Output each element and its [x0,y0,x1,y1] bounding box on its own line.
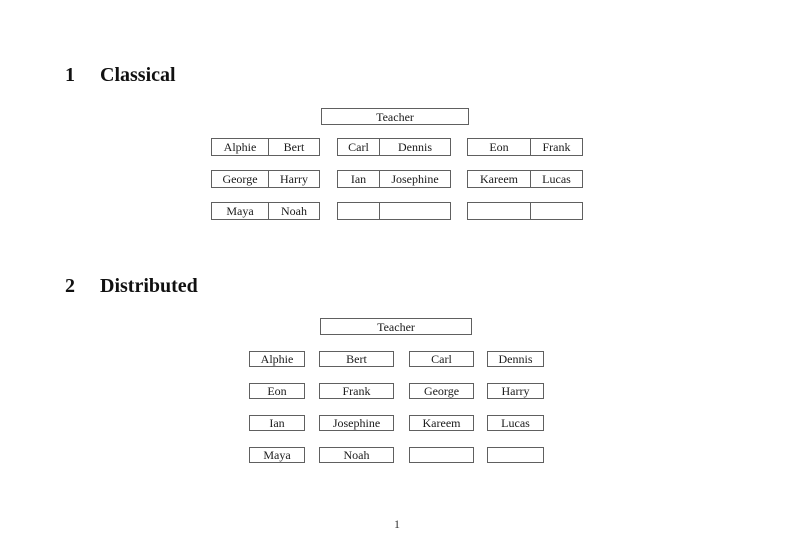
seat-box: Josephine [319,415,394,431]
seat-box: Carl [409,351,474,367]
seat-box: Noah [319,447,394,463]
seat-box-empty [487,447,544,463]
desk: Carl Dennis [337,138,451,156]
desk: Alphie Bert [211,138,320,156]
seat-box: George [409,383,474,399]
section-number: 2 [65,275,75,297]
seat: Lucas [530,171,582,187]
seat: Carl [348,140,369,154]
seat: Harry [268,171,319,187]
seat: Eon [489,140,509,154]
seat: George [222,172,258,186]
seat-empty [468,203,530,219]
section-heading-classical: 1 Classical [65,64,176,86]
seat-box: Kareem [409,415,474,431]
seat-box: Eon [249,383,305,399]
seat-box: Alphie [249,351,305,367]
seat-box: Bert [319,351,394,367]
teacher-box-distributed: Teacher [320,318,472,335]
seat: Frank [530,139,582,155]
seat-box: Frank [319,383,394,399]
desk: Kareem Lucas [467,170,583,188]
desk: George Harry [211,170,320,188]
seat-box: Harry [487,383,544,399]
seat: Maya [226,204,254,218]
section-title: Distributed [100,275,198,297]
seat: Kareem [480,172,518,186]
seat-box: Dennis [487,351,544,367]
teacher-box-classical: Teacher [321,108,469,125]
seat: Ian [350,172,367,186]
seat-box-empty [409,447,474,463]
seat-empty [338,203,379,219]
seat: Alphie [223,140,257,154]
seat-box: Lucas [487,415,544,431]
section-number: 1 [65,64,75,86]
page-number: 1 [394,517,400,531]
desk: Eon Frank [467,138,583,156]
desk: Ian Josephine [337,170,451,188]
seat: Bert [268,139,319,155]
seat: Josephine [379,171,450,187]
desk [337,202,451,220]
seat-empty [530,203,582,219]
seat: Dennis [379,139,450,155]
section-heading-distributed: 2 Distributed [65,275,198,297]
seat: Noah [268,203,319,219]
seat-box: Maya [249,447,305,463]
desk: Maya Noah [211,202,320,220]
desk [467,202,583,220]
seat-empty [379,203,450,219]
section-title: Classical [100,64,176,86]
seat-box: Ian [249,415,305,431]
